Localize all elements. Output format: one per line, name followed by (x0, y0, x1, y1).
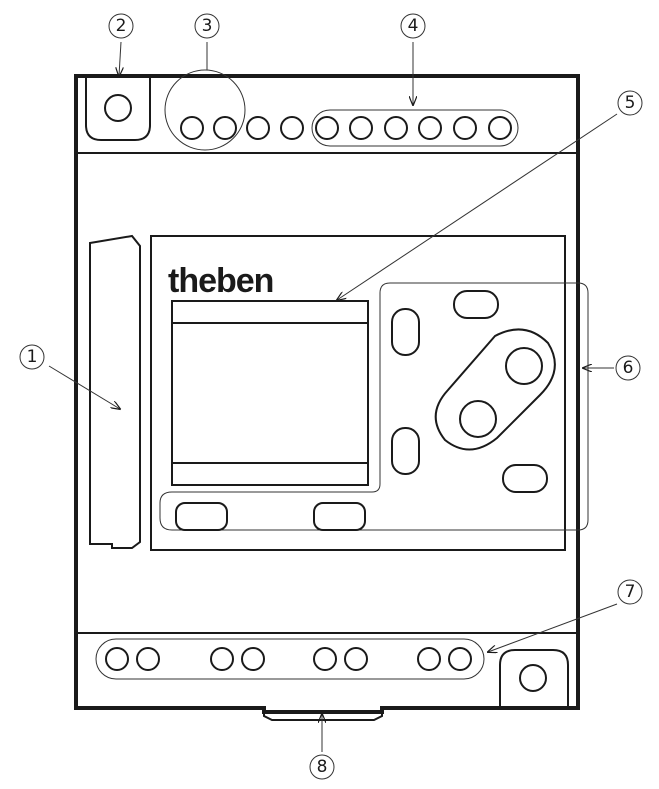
svg-text:1: 1 (27, 347, 38, 367)
callout-6: 6 (615, 355, 641, 381)
callout-1: 1 (19, 344, 45, 370)
rocker-button-up[interactable] (505, 347, 543, 385)
svg-text:7: 7 (625, 582, 636, 602)
top-terminal (315, 116, 339, 140)
rocker-buttons (434, 328, 556, 451)
bottom-terminals (105, 647, 472, 671)
keypad-outline (159, 282, 589, 531)
svg-text:5: 5 (625, 93, 636, 113)
output-terminals-outline (95, 638, 485, 680)
svg-text:2: 2 (116, 16, 127, 36)
top-terminals (180, 116, 512, 140)
bottom-terminal (241, 647, 265, 671)
bottom-terminal (417, 647, 441, 671)
top-terminal (349, 116, 373, 140)
svg-text:4: 4 (408, 16, 419, 36)
button-ok[interactable] (313, 502, 366, 531)
device-housing (74, 74, 580, 721)
front-panel (150, 235, 566, 551)
top-terminal (453, 116, 477, 140)
top-terminal (280, 116, 304, 140)
bottom-terminal (313, 647, 337, 671)
button-left[interactable] (391, 308, 420, 356)
bottom-mounting-hole (499, 649, 569, 706)
button-down[interactable] (502, 464, 548, 493)
bottom-terminal (136, 647, 160, 671)
bottom-terminal (344, 647, 368, 671)
memory-card-slot (89, 234, 141, 549)
button-esc[interactable] (175, 502, 228, 531)
lcd-display (171, 300, 369, 486)
supply-terminals-outline (164, 69, 246, 151)
svg-text:3: 3 (202, 16, 213, 36)
callout-4: 4 (400, 13, 426, 39)
brand-logo: theben (168, 262, 273, 300)
callout-2: 2 (108, 13, 134, 39)
top-terminal (418, 116, 442, 140)
callout-3: 3 (194, 13, 220, 39)
top-terminal (213, 116, 237, 140)
top-terminal (246, 116, 270, 140)
callout-8: 8 (309, 754, 335, 780)
svg-text:6: 6 (623, 358, 634, 378)
top-terminal (180, 116, 204, 140)
callout-5: 5 (617, 90, 643, 116)
bottom-terminal (210, 647, 234, 671)
top-mounting-hole (85, 78, 151, 141)
bottom-terminal (105, 647, 129, 671)
top-terminal (488, 116, 512, 140)
callout-leaders (48, 41, 618, 752)
bottom-terminal (448, 647, 472, 671)
input-terminals-outline (311, 109, 519, 147)
callout-7: 7 (617, 579, 643, 605)
button-up[interactable] (453, 290, 499, 319)
button-left-lower[interactable] (391, 427, 420, 475)
svg-text:8: 8 (317, 757, 328, 777)
rocker-button-down[interactable] (459, 400, 497, 438)
top-terminal (384, 116, 408, 140)
